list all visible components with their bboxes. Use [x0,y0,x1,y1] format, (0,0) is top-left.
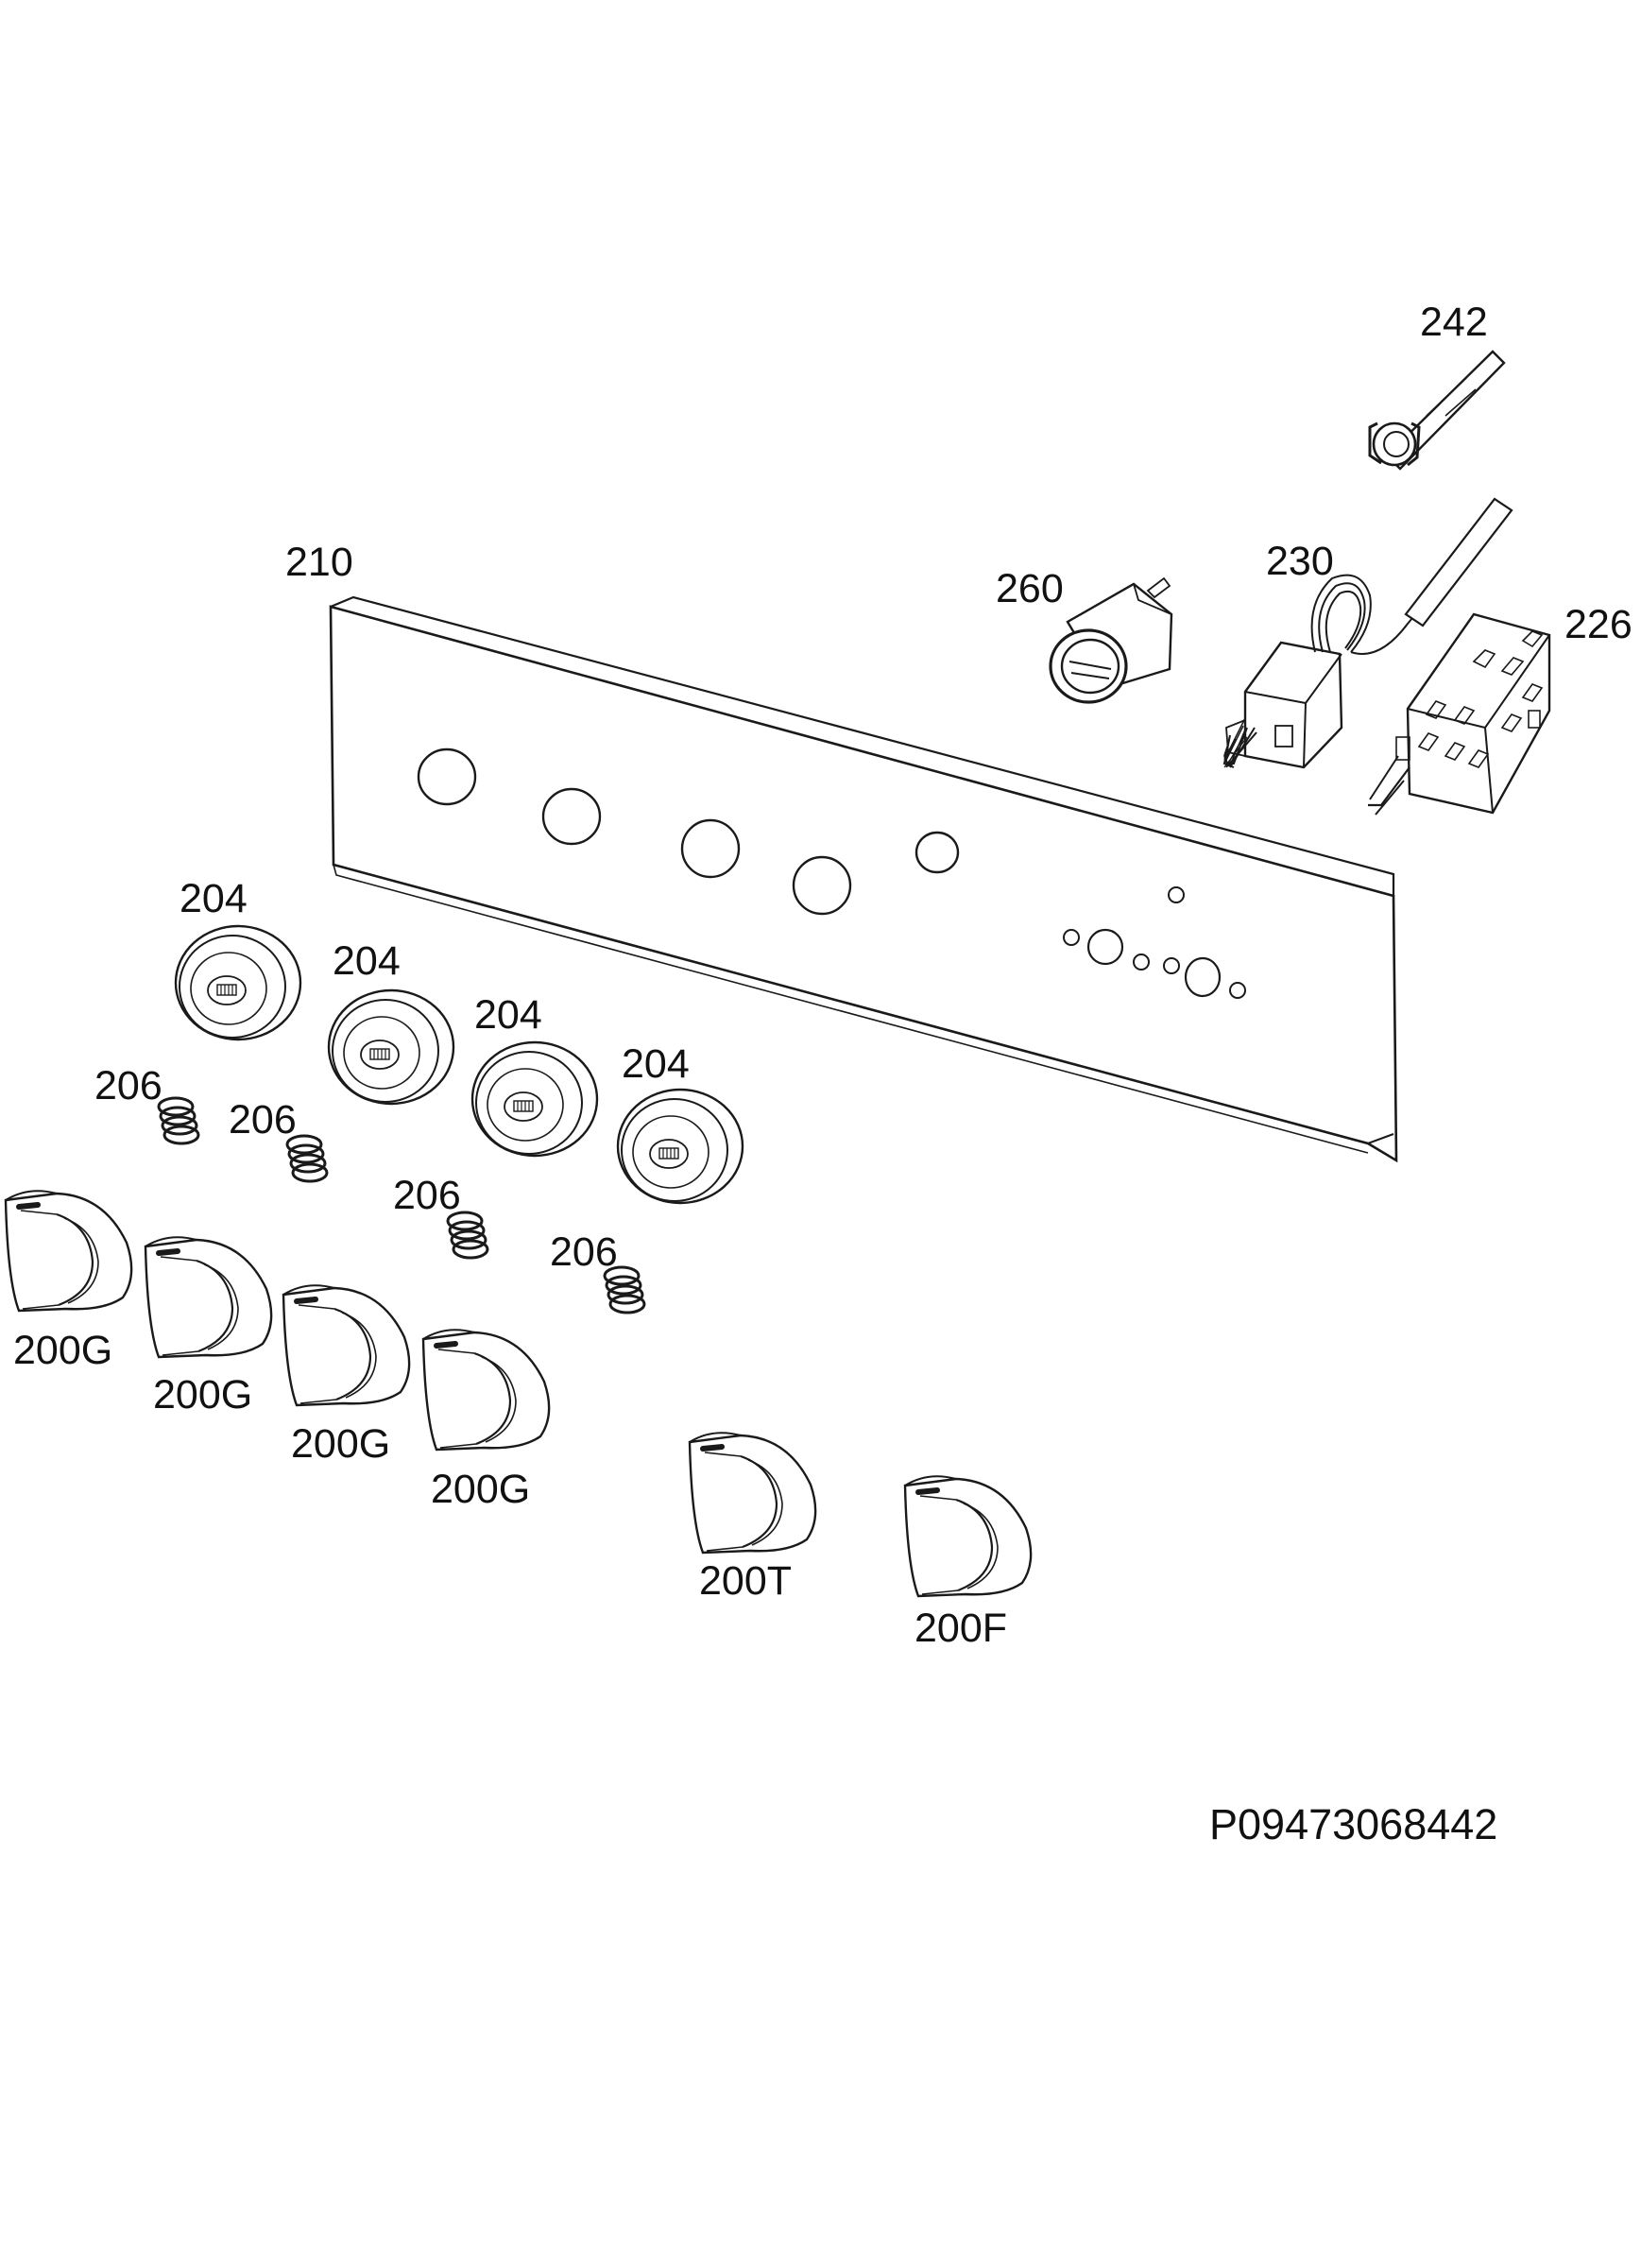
selector-switch-226 [1368,612,1551,816]
callout-260: 260 [996,566,1064,611]
knob-bezel-204-a [174,924,302,1041]
callout-200F: 200F [915,1606,1008,1651]
gas-knob-200G-d [423,1330,549,1450]
thermostat-230 [1222,497,1513,769]
thermostat-knob-200T [690,1433,815,1553]
spring-206-b [285,1134,329,1183]
callout-204-a: 204 [179,876,248,921]
drawing-number: P09473068442 [1209,1800,1498,1848]
gas-knob-200G-a [6,1191,131,1311]
gas-knob-200G-b [145,1237,271,1357]
callout-200T: 200T [699,1558,793,1604]
spring-206-c [446,1211,489,1260]
knob-bezel-204-c [470,1040,599,1158]
callout-204-b: 204 [333,938,401,984]
knob-bezel-204-b [327,988,455,1106]
callout-226: 226 [1564,602,1632,647]
ignition-switch-242 [1368,350,1506,471]
callout-200G-d: 200G [431,1467,531,1512]
spring-206-a [157,1096,200,1145]
callout-200G-b: 200G [153,1372,253,1418]
panel-knob-holes [417,747,960,916]
callout-210: 210 [285,540,353,585]
callout-206-c: 206 [393,1173,461,1218]
callout-206-a: 206 [94,1063,162,1108]
callout-242: 242 [1420,300,1488,345]
gas-knob-200G-c [283,1285,409,1405]
panel-indicator-holes [1063,886,1246,999]
callout-200G-a: 200G [13,1328,113,1373]
callout-204-d: 204 [622,1041,690,1087]
knob-bezel-204-d [616,1088,744,1205]
callout-204-c: 204 [474,992,542,1038]
callout-230: 230 [1266,539,1334,584]
function-knob-200F [905,1476,1031,1596]
control-panel-210 [329,595,1398,1163]
callout-206-d: 206 [550,1229,618,1275]
callout-206-b: 206 [229,1097,297,1143]
indicator-lamp-260 [1049,576,1173,704]
callout-200G-c: 200G [291,1421,391,1467]
